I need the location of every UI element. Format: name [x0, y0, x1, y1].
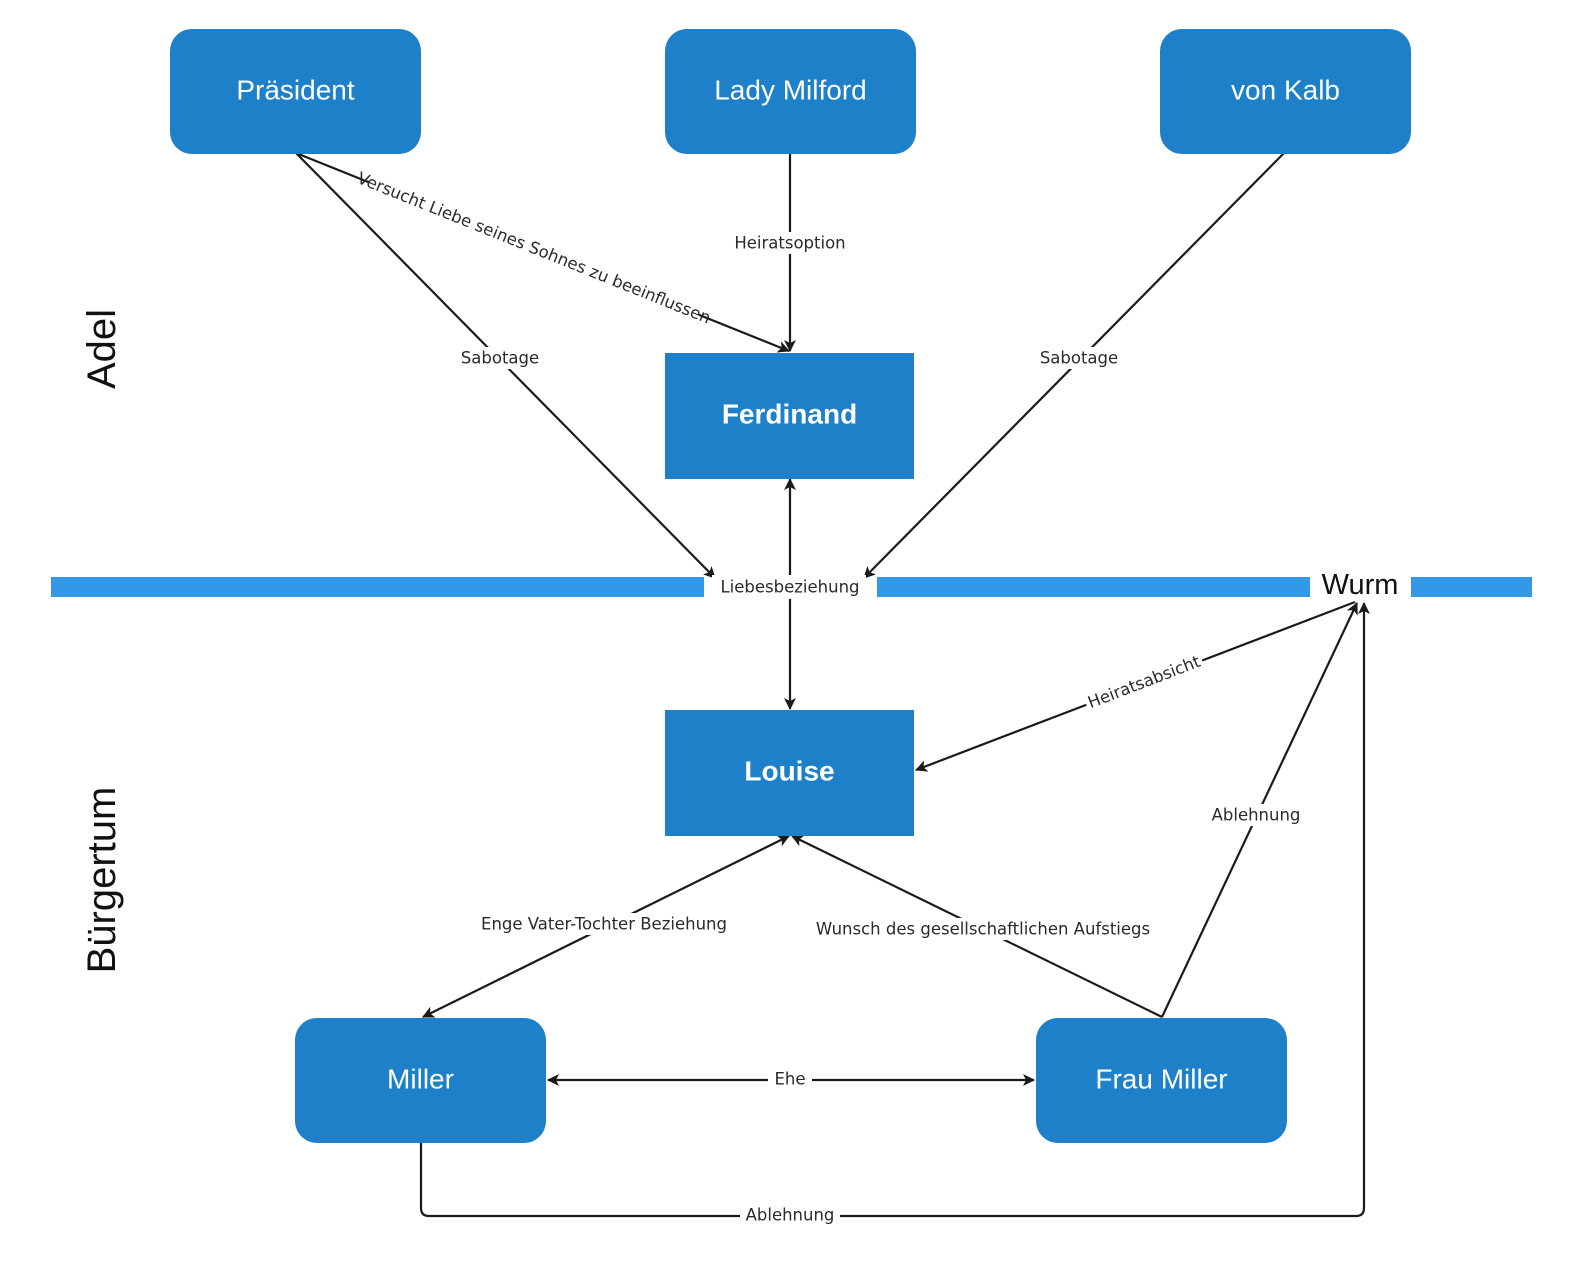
node-praesident[interactable]	[170, 29, 421, 154]
node-label-miller: Miller	[387, 1064, 454, 1095]
node-label-lady-milford: Lady Milford	[714, 75, 867, 106]
node-lady-milford[interactable]	[665, 29, 916, 154]
edge-label-vater-tochter: Enge Vater-Tochter Beziehung	[481, 915, 727, 934]
node-label-ferdinand: Ferdinand	[722, 399, 857, 430]
edge-label-heiratsabsicht-group: Heiratsabsicht	[1082, 649, 1206, 715]
node-louise[interactable]	[665, 710, 914, 836]
edge-label-ehe: Ehe	[774, 1070, 805, 1089]
section-label-adel: Adel	[80, 309, 124, 389]
node-label-praesident: Präsident	[236, 75, 355, 106]
node-frau-miller[interactable]	[1036, 1018, 1287, 1143]
node-label-louise: Louise	[744, 756, 834, 787]
class-divider-right	[1411, 577, 1532, 597]
edge-label-aufstieg: Wunsch des gesellschaftlichen Aufstiegs	[816, 920, 1150, 939]
section-label-buergertum: Bürgertum	[80, 787, 124, 974]
class-divider-middle	[877, 577, 1310, 597]
edge-label-heiratsabsicht: Heiratsabsicht	[1085, 652, 1203, 713]
node-ferdinand[interactable]	[665, 353, 914, 479]
node-von-kalb[interactable]	[1160, 29, 1411, 154]
edge-label-sabotage-praesident: Sabotage	[461, 349, 539, 368]
edge-label-sabotage-kalb: Sabotage	[1040, 349, 1118, 368]
class-divider-left	[51, 577, 704, 597]
node-label-wurm[interactable]: Wurm	[1322, 569, 1399, 601]
edge-label-ablehnung-frau-miller: Ablehnung	[1212, 806, 1301, 825]
edge-ablehnung-miller	[419, 602, 1370, 1218]
edge-label-versucht-group: Versucht Liebe seines Sohnes zu beeinflu…	[355, 168, 714, 327]
node-miller[interactable]	[295, 1018, 546, 1143]
edge-label-versucht: Versucht Liebe seines Sohnes zu beeinflu…	[355, 168, 714, 327]
edge-label-heiratsoption: Heiratsoption	[734, 234, 845, 253]
edge-label-liebesbeziehung: Liebesbeziehung	[720, 578, 859, 597]
node-label-von-kalb: von Kalb	[1231, 75, 1340, 106]
node-label-frau-miller: Frau Miller	[1095, 1064, 1227, 1095]
edge-label-ablehnung-miller: Ablehnung	[746, 1206, 835, 1225]
